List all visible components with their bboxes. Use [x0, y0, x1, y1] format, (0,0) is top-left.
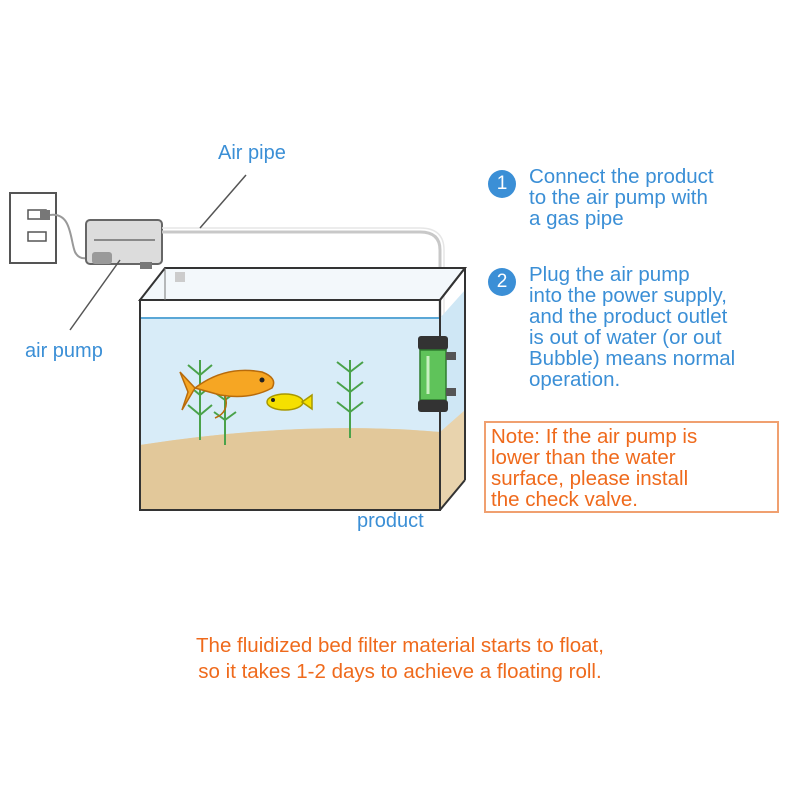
air-pipe-tube	[162, 230, 442, 345]
air-pipe-pointer	[199, 174, 247, 229]
wall-outlet	[9, 192, 57, 264]
step-number-badge: 2	[488, 268, 516, 296]
air-pump-pointer	[69, 259, 121, 331]
step-2: 2 Plug the air pump into the power suppl…	[488, 264, 735, 390]
yellow-fish	[266, 393, 313, 411]
filter-product	[418, 336, 456, 412]
air-pump-label: air pump	[25, 340, 103, 362]
step-number-badge: 1	[488, 170, 516, 198]
product-label: product	[357, 510, 424, 532]
footer-caption: The fluidized bed filter material starts…	[196, 634, 604, 683]
step-text: Connect the product to the air pump with…	[529, 165, 714, 230]
air-pump	[85, 219, 163, 269]
step-1: 1 Connect the product to the air pump wi…	[488, 166, 714, 229]
goldfish	[179, 369, 275, 419]
check-valve-note: Note: If the air pump is lower than the …	[484, 421, 779, 513]
step-text: Plug the air pump into the power supply,…	[529, 263, 736, 391]
air-pipe-label: Air pipe	[218, 142, 286, 164]
